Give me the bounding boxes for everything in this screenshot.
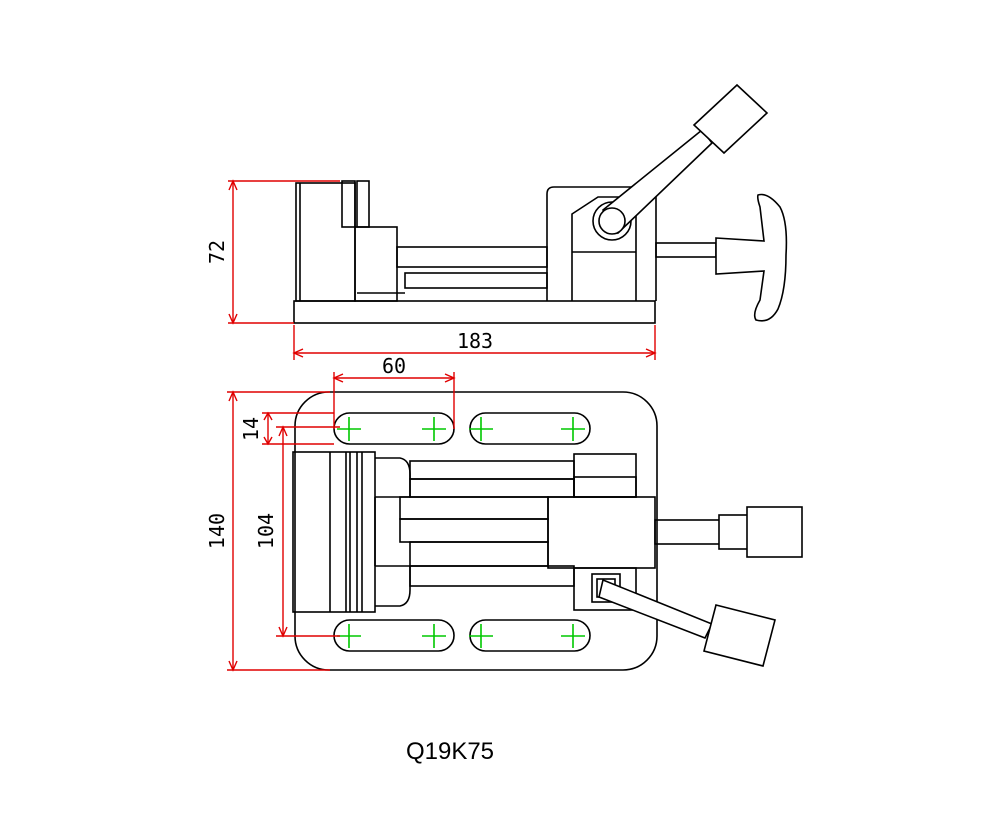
dim-length-label: 183 [457,329,493,353]
top-guide-rail-5 [409,541,549,567]
dim-jaw-width-label: 104 [254,513,278,549]
top-lever-arm [598,578,714,640]
side-lever-grip [692,83,769,155]
slot-center-marks [337,417,585,648]
top-base-plate [294,391,658,671]
side-view: 72 183 [205,83,788,360]
side-movable-jaw [354,226,398,302]
model-caption: Q19K75 [405,738,495,765]
dim-slot-spacing-label: 60 [382,354,406,378]
top-rear-block-lower [573,567,637,611]
side-base-plate [293,300,656,324]
top-handle-grip [746,506,803,558]
top-lever-grip [703,604,776,667]
top-guide-rail-6 [409,565,575,587]
top-jaw-boss-lower [375,565,411,607]
top-guide-rail-2 [409,478,575,498]
top-guide-rail-3 [399,496,549,520]
side-t-handle [715,193,788,322]
side-jaw-insert-left [341,180,356,228]
dim-base-width-label: 140 [205,513,229,549]
top-guide-rail-4 [399,518,549,543]
top-screw-shaft [654,519,724,545]
top-rear-block-upper [573,453,637,498]
dim-slot-width-label: 14 [239,417,263,441]
top-view: 60 140 14 104 [205,354,803,672]
side-screw-shaft [655,242,717,258]
top-guide-rail-1 [409,460,575,480]
side-housing-inner [571,196,637,301]
side-jaw-insert-right [356,180,370,228]
dim-height-label: 72 [205,240,229,264]
top-rear-housing [547,496,656,569]
top-jaw-boss-upper [375,457,411,498]
side-guide-rod-upper [396,246,548,268]
top-handle-collar [718,514,752,550]
side-guide-rod-lower [404,272,548,289]
side-fixed-jaw [295,182,356,302]
